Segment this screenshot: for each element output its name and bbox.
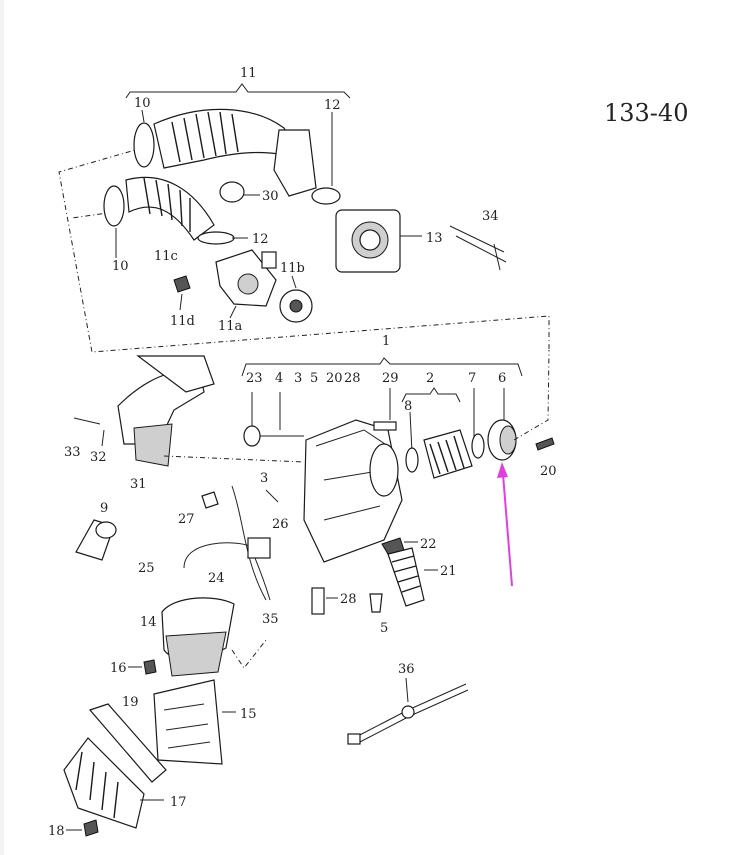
callout-30: 30 <box>262 189 279 204</box>
screw-11d <box>173 275 191 293</box>
intake-hose-11c <box>125 176 215 241</box>
callout-19: 19 <box>122 695 139 710</box>
connector-cap <box>261 251 277 269</box>
housing-outlet <box>369 443 399 497</box>
drain-hose-21 <box>387 547 425 607</box>
callout-5-lower: 5 <box>380 621 388 636</box>
plug-5 <box>369 593 383 613</box>
callout-28-lower: 28 <box>340 592 357 607</box>
drain-hose-ribs <box>391 555 421 593</box>
grommet-23 <box>243 425 261 447</box>
callout-11d: 11d <box>170 314 195 329</box>
callout-4: 4 <box>275 371 283 386</box>
cover-17 <box>63 737 145 829</box>
callout-13: 13 <box>426 231 443 246</box>
callout-7: 7 <box>468 371 476 386</box>
hose-connector-11 <box>273 129 317 197</box>
clip-27 <box>201 491 219 509</box>
callout-11b: 11b <box>280 261 305 276</box>
callout-20: 20 <box>326 371 343 386</box>
bracket-11 <box>125 83 351 99</box>
callout-9: 9 <box>100 501 108 516</box>
callout-29: 29 <box>382 371 399 386</box>
bracket-1 <box>241 357 523 377</box>
highlight-arrow <box>497 462 513 587</box>
callout-11c: 11c <box>154 249 178 264</box>
intake-hose-11c-ribs <box>143 177 191 232</box>
callout-12-lower: 12 <box>252 232 269 247</box>
callout-3-left: 3 <box>260 471 268 486</box>
callout-10-bottom: 10 <box>112 259 129 274</box>
callout-11a: 11a <box>218 319 243 334</box>
diagram-reference-number: 133-40 <box>604 99 688 127</box>
callout-26: 26 <box>272 517 289 532</box>
callout-25: 25 <box>138 561 155 576</box>
clip-18 <box>83 819 99 837</box>
callout-20-right: 20 <box>540 464 557 479</box>
callout-36: 36 <box>398 662 415 677</box>
callout-34: 34 <box>482 209 499 224</box>
sensor-28 <box>311 587 325 615</box>
callout-16: 16 <box>110 661 127 676</box>
clamp-ring-10b <box>103 185 125 227</box>
callout-17: 17 <box>170 795 187 810</box>
callout-11: 11 <box>240 66 257 81</box>
callout-35: 35 <box>262 612 279 627</box>
filter-pleats <box>429 435 465 475</box>
callout-15: 15 <box>240 707 257 722</box>
callout-14: 14 <box>140 615 157 630</box>
o-ring-8 <box>405 447 419 473</box>
ring-7 <box>471 433 485 459</box>
callout-10-top: 10 <box>134 96 151 111</box>
callout-24: 24 <box>208 571 225 586</box>
callout-22: 22 <box>420 537 437 552</box>
callout-21: 21 <box>440 564 457 579</box>
leaders-10 <box>115 109 145 258</box>
intake-hose-ribs <box>171 111 239 163</box>
cover-17-ribs <box>75 751 119 819</box>
o-ring-30 <box>219 181 245 203</box>
bracket-2 <box>401 387 461 403</box>
callout-8: 8 <box>404 399 412 414</box>
callout-33: 33 <box>64 445 81 460</box>
callout-18: 18 <box>48 824 65 839</box>
vacuum-hose-35 <box>231 485 267 601</box>
callout-23: 23 <box>246 371 263 386</box>
clamp-ring-10a <box>133 122 155 168</box>
gasket-12-top <box>311 187 341 205</box>
valve-24 <box>247 537 271 559</box>
callout-31: 31 <box>130 477 147 492</box>
callout-12-top: 12 <box>324 98 341 113</box>
duct-flange <box>136 355 215 393</box>
callout-5: 5 <box>310 371 318 386</box>
callout-1: 1 <box>382 334 390 349</box>
seal-29 <box>373 421 397 431</box>
filter-element-2 <box>423 429 473 479</box>
screw-16 <box>143 659 157 675</box>
callout-27: 27 <box>178 512 195 527</box>
callout-32: 32 <box>90 450 107 465</box>
exploded-parts-diagram: 133-40 11 10 10 11c 30 12 12 13 34 11a <box>48 66 688 839</box>
callout-28: 28 <box>344 371 361 386</box>
bracket-15 <box>153 679 223 765</box>
callout-2: 2 <box>426 371 434 386</box>
callout-6: 6 <box>498 371 506 386</box>
clamp-22 <box>381 537 405 555</box>
panel-19 <box>88 703 167 783</box>
screw-20 <box>535 437 555 451</box>
gasket-12-lower <box>197 231 235 245</box>
callout-3: 3 <box>294 371 302 386</box>
clip-34 <box>449 225 507 271</box>
